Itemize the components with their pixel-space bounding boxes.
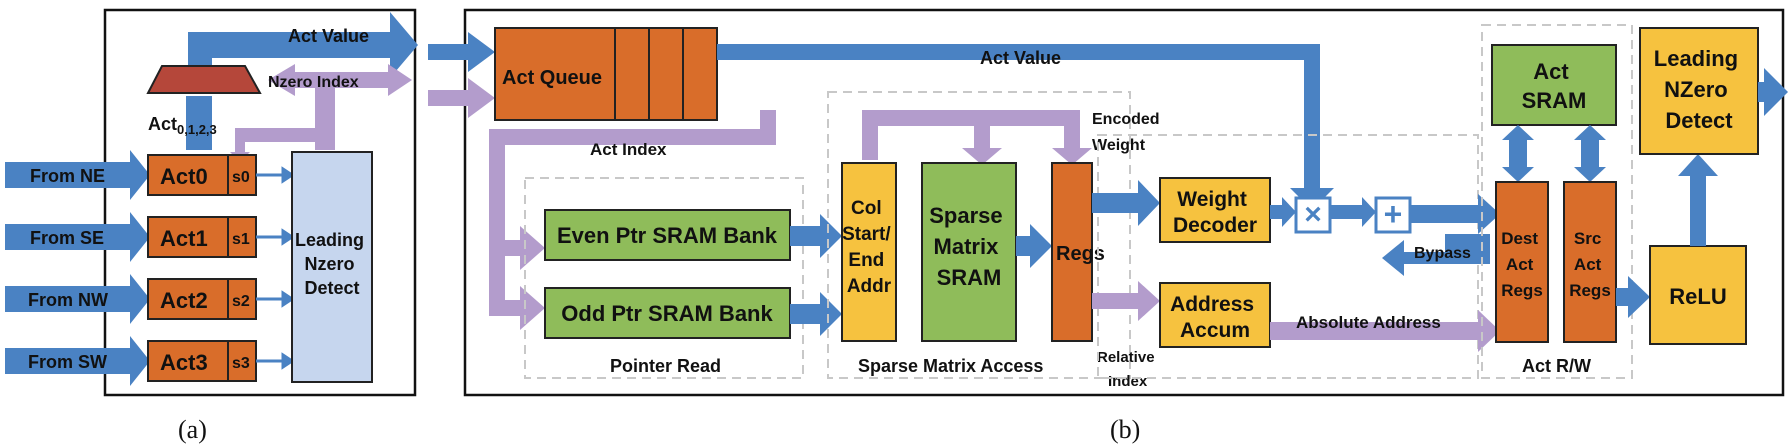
s-to-detect-arrows <box>256 166 295 370</box>
absolute-address-arrow <box>1270 310 1500 352</box>
even-to-col-arrow <box>790 214 842 258</box>
act0-label: Act0 <box>160 164 208 189</box>
leading-nzero-detect-a <box>291 151 373 383</box>
col-start-end-addr <box>841 162 897 342</box>
odd-to-col-arrow <box>790 292 842 336</box>
relu <box>1649 245 1747 345</box>
act-rw-label: Act R/W <box>1522 356 1591 376</box>
leading-detect-b-label: Leading NZero Detect <box>1654 46 1744 133</box>
relu-to-detect-arrow <box>1678 154 1718 246</box>
mul-to-add-arrow <box>1330 197 1376 227</box>
output-arrow <box>1758 68 1788 116</box>
sparse-sram-label: Sparse Matrix SRAM <box>929 203 1009 290</box>
even-ptr-sram-bank <box>544 209 791 261</box>
nzero-to-s0 <box>230 128 325 162</box>
input-arrows <box>5 150 150 386</box>
panel-b-frame <box>463 8 1785 397</box>
bypass-label: Bypass <box>1414 245 1471 262</box>
add-symbol: + <box>1384 196 1403 232</box>
decoder-to-mul-arrow <box>1270 197 1296 227</box>
act-index-path <box>489 110 776 330</box>
act-mux-label: Act0,1,2,3 <box>148 114 217 137</box>
nzero-index-arrow <box>268 64 412 150</box>
nzero-index-in-arrow <box>428 78 495 118</box>
act-stack-to-mux <box>186 96 212 150</box>
odd-ptr-label: Odd Ptr SRAM Bank <box>561 301 773 326</box>
col-addr-label: Col Start/ End Addr <box>842 198 896 297</box>
dest-act-regs <box>1495 181 1549 343</box>
act-value-arrow-a <box>188 12 418 78</box>
s2-label: s2 <box>232 293 250 310</box>
input-label-sw: From SW <box>28 352 107 372</box>
sram-to-regs-arrow <box>1016 224 1052 268</box>
regs-to-decoder-arrow <box>1092 180 1160 226</box>
encoded-weight-label: Encoded Weight <box>1092 111 1164 154</box>
adder <box>1374 196 1412 234</box>
absolute-address-label: Absolute Address <box>1296 313 1441 332</box>
act-mux <box>146 65 262 94</box>
act2-label: Act2 <box>160 288 208 313</box>
odd-ptr-sram-bank <box>544 287 791 339</box>
act-value-label-a: Act Value <box>288 26 369 46</box>
act-index-label: Act Index <box>590 140 667 159</box>
even-ptr-label: Even Ptr SRAM Bank <box>557 223 778 248</box>
weight-decoder-label: Weight Decoder <box>1173 188 1257 237</box>
leading-nzero-detect-b <box>1639 27 1759 155</box>
act-registers <box>147 154 257 382</box>
input-label-nw: From NW <box>28 290 108 310</box>
nzero-index-label: Nzero Index <box>268 74 359 91</box>
pointer-read-region <box>524 177 804 379</box>
act1-label: Act1 <box>160 226 208 251</box>
leading-nzero-detect-a-label: Leading Nzero Detect <box>295 230 369 298</box>
add-to-dest-arrow <box>1410 194 1500 234</box>
act-queue-label: Act Queue <box>502 67 602 89</box>
act-sram <box>1491 44 1617 126</box>
sram-src-bidir-arrow <box>1574 125 1606 182</box>
act-value-in-arrow <box>428 32 495 72</box>
regs-to-accum-arrow <box>1092 281 1160 321</box>
regs-label: Regs <box>1056 243 1105 265</box>
src-regs-label: Src Act Regs <box>1569 229 1611 300</box>
input-label-se: From SE <box>30 228 104 248</box>
sparse-matrix-access-region <box>827 91 1131 379</box>
address-accum <box>1159 282 1271 348</box>
caption-b: (b) <box>1110 415 1140 444</box>
act-rw-region <box>1481 24 1633 379</box>
dest-regs-label: Dest Act Regs <box>1501 229 1543 300</box>
panel-a-frame <box>103 8 417 397</box>
encoded-weight-loop <box>862 110 1092 165</box>
act-value-label-b: Act Value <box>980 48 1061 68</box>
bypass-feedback-arrow <box>1382 234 1490 276</box>
sram-dest-bidir-arrow <box>1502 125 1534 182</box>
sparse-matrix-sram <box>921 162 1017 342</box>
caption-a: (a) <box>178 415 207 444</box>
relative-index-label: Relative Index <box>1097 349 1159 390</box>
s3-label: s3 <box>232 355 250 372</box>
address-accum-label: Address Accum <box>1170 293 1260 342</box>
act3-label: Act3 <box>160 350 208 375</box>
pointer-read-label: Pointer Read <box>610 356 721 376</box>
s0-label: s0 <box>232 169 250 186</box>
input-label-ne: From NE <box>30 166 105 186</box>
src-to-relu-arrow <box>1616 276 1650 318</box>
act-sram-label: Act SRAM <box>1522 59 1587 113</box>
sparse-access-label: Sparse Matrix Access <box>858 356 1043 376</box>
act-queue <box>494 27 616 121</box>
regs <box>1051 162 1093 342</box>
multiply-symbol: × <box>1304 198 1322 231</box>
relu-label: ReLU <box>1669 284 1726 309</box>
src-act-regs <box>1563 181 1617 343</box>
s1-label: s1 <box>232 231 250 248</box>
